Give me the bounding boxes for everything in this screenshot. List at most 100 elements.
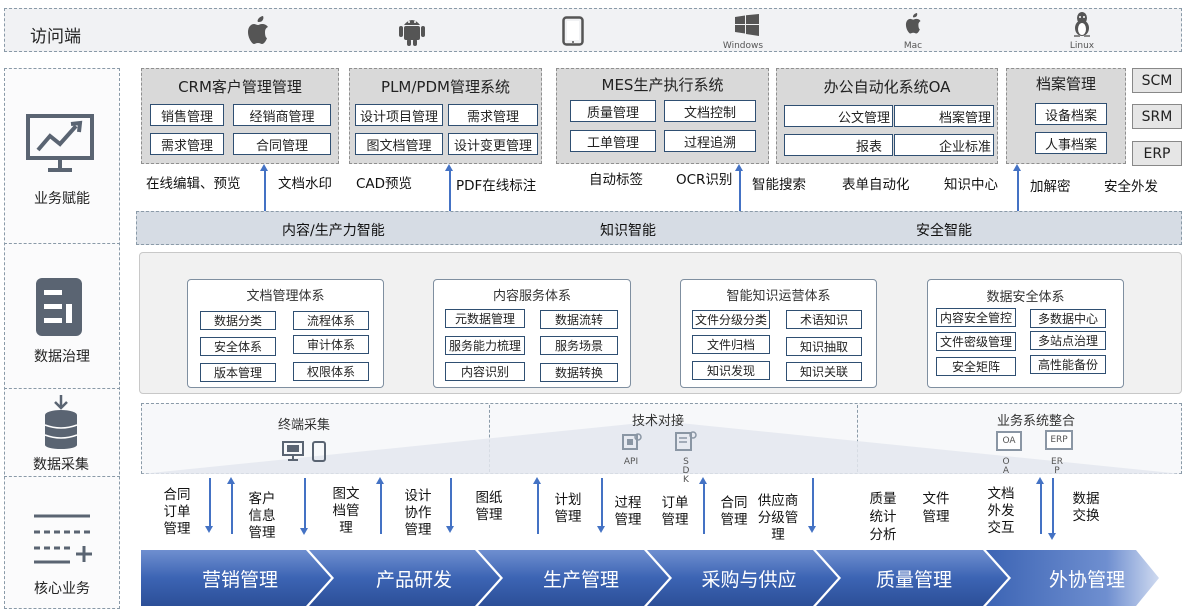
oa-item[interactable]: 企业标准	[894, 134, 994, 156]
windows-icon	[735, 14, 759, 36]
oa-icon-label: OA	[1002, 436, 1016, 446]
srm-box[interactable]: SRM	[1132, 104, 1182, 129]
sdk-label: SDK	[682, 457, 690, 485]
collection-integration-title: 技术对接	[632, 414, 685, 429]
flow-label: 图文档管理	[332, 486, 360, 536]
flow-label: 过程管理	[614, 495, 642, 528]
up-arrow	[231, 484, 233, 534]
flow-label: 数据交换	[1072, 491, 1100, 524]
governance-item[interactable]: 知识发现	[692, 361, 770, 380]
mes-item[interactable]: 质量管理	[570, 100, 656, 122]
oa-item[interactable]: 公文管理	[784, 105, 893, 127]
governance-item[interactable]: 文件归档	[692, 335, 770, 354]
governance-item[interactable]: 多数据中心	[1030, 309, 1106, 328]
up-arrow	[1017, 168, 1019, 211]
collection-terminal-title: 终端采集	[278, 418, 331, 433]
plm-item[interactable]: 图文档管理	[355, 133, 443, 155]
governance-title: 数据安全体系	[986, 290, 1065, 305]
flow-label: 质量统计分析	[869, 491, 897, 543]
governance-item[interactable]: 数据转换	[540, 363, 618, 382]
governance-item[interactable]: 安全体系	[200, 337, 276, 356]
monitor-icon	[282, 441, 304, 461]
api-label: API	[623, 457, 639, 467]
governance-item[interactable]: 流程体系	[293, 311, 369, 330]
arrow-head	[227, 477, 235, 484]
crm-item[interactable]: 需求管理	[150, 133, 224, 155]
capability-label: 在线编辑、预览	[146, 176, 241, 192]
governance-item[interactable]: 文件密级管理	[936, 332, 1016, 351]
capability-label: CAD预览	[356, 176, 413, 192]
capability-label: 安全外发	[1104, 179, 1158, 195]
arrow-head	[445, 164, 453, 171]
governance-item[interactable]: 元数据管理	[445, 309, 525, 328]
governance-item[interactable]: 服务能力梳理	[445, 336, 525, 355]
up-arrow	[739, 168, 741, 211]
intelligence-label: 安全智能	[916, 223, 972, 239]
plm-item[interactable]: 需求管理	[448, 104, 538, 126]
tablet-icon	[562, 16, 584, 46]
mes-item[interactable]: 工单管理	[570, 130, 656, 152]
flow-label: 设计协作管理	[404, 488, 432, 538]
core-business-label: 质量管理	[875, 569, 952, 591]
erp-icon: ERP	[1045, 430, 1073, 450]
category-core: 核心业务	[34, 581, 90, 597]
erp-label: ERP	[1051, 457, 1063, 476]
oa-item[interactable]: 报表	[784, 134, 893, 156]
archive-item[interactable]: 设备档案	[1035, 103, 1107, 125]
presentation-chart-icon	[24, 112, 96, 174]
governance-item[interactable]: 多站点治理	[1030, 331, 1106, 350]
governance-item[interactable]: 审计体系	[293, 335, 369, 354]
up-arrow	[449, 168, 451, 211]
core-business-label: 产品研发	[375, 569, 452, 591]
linux-label: Linux	[1069, 41, 1095, 51]
governance-item[interactable]: 内容安全管控	[936, 308, 1016, 327]
plm-title: PLM/PDM管理系统	[381, 78, 510, 96]
governance-item[interactable]: 术语知识	[786, 310, 862, 329]
android-icon	[396, 14, 428, 48]
core-business-bar	[141, 550, 1159, 606]
governance-item[interactable]: 版本管理	[200, 363, 276, 382]
governance-item[interactable]: 内容识别	[445, 362, 525, 381]
capability-label: 自动标签	[589, 172, 643, 188]
chevron-segment	[986, 550, 1159, 606]
flow-label: 供应商分级管理	[757, 493, 799, 543]
plm-item[interactable]: 设计项目管理	[355, 104, 443, 126]
governance-item[interactable]: 服务场景	[540, 336, 618, 355]
governance-item[interactable]: 知识关联	[786, 362, 862, 381]
archive-item[interactable]: 人事档案	[1035, 132, 1107, 154]
chevron-segment	[647, 550, 838, 606]
governance-item[interactable]: 安全矩阵	[936, 357, 1016, 376]
mes-item[interactable]: 文档控制	[664, 100, 756, 122]
core-business-label: 外协管理	[1048, 569, 1125, 591]
governance-item[interactable]: 知识抽取	[786, 337, 862, 356]
governance-title: 内容服务体系	[492, 289, 571, 304]
chevron-segment	[309, 550, 500, 606]
arrow-head	[1013, 164, 1021, 171]
capability-label: 文档水印	[278, 176, 332, 192]
governance-item[interactable]: 高性能备份	[1030, 355, 1106, 374]
erp-icon-label: ERP	[1050, 435, 1068, 445]
governance-item[interactable]: 数据分类	[200, 311, 276, 330]
mac-label: Mac	[903, 41, 923, 51]
crm-item[interactable]: 经销商管理	[233, 104, 331, 126]
scm-box[interactable]: SCM	[1132, 68, 1182, 93]
intelligence-label: 内容/生产力智能	[282, 223, 385, 239]
governance-item[interactable]: 权限体系	[293, 362, 369, 381]
oa-item[interactable]: 档案管理	[894, 105, 994, 127]
oa-title: 办公自动化系统OA	[823, 78, 951, 96]
erp-box[interactable]: ERP	[1132, 141, 1182, 166]
governance-item[interactable]: 文件分级分类	[692, 310, 770, 329]
plm-item[interactable]: 设计变更管理	[448, 133, 538, 155]
core-business-label: 采购与供应	[701, 569, 797, 591]
governance-item[interactable]: 数据流转	[540, 310, 618, 329]
sdk-icon	[674, 430, 698, 452]
mes-item[interactable]: 过程追溯	[664, 130, 756, 152]
crm-item[interactable]: 销售管理	[150, 104, 224, 126]
list-add-icon	[30, 510, 94, 566]
access-bar	[4, 8, 1182, 52]
arrow-head	[446, 526, 454, 533]
capability-label: 表单自动化	[842, 177, 910, 193]
crm-item[interactable]: 合同管理	[233, 133, 331, 155]
capability-label: OCR识别	[676, 172, 733, 188]
arrow-head	[1036, 477, 1044, 484]
